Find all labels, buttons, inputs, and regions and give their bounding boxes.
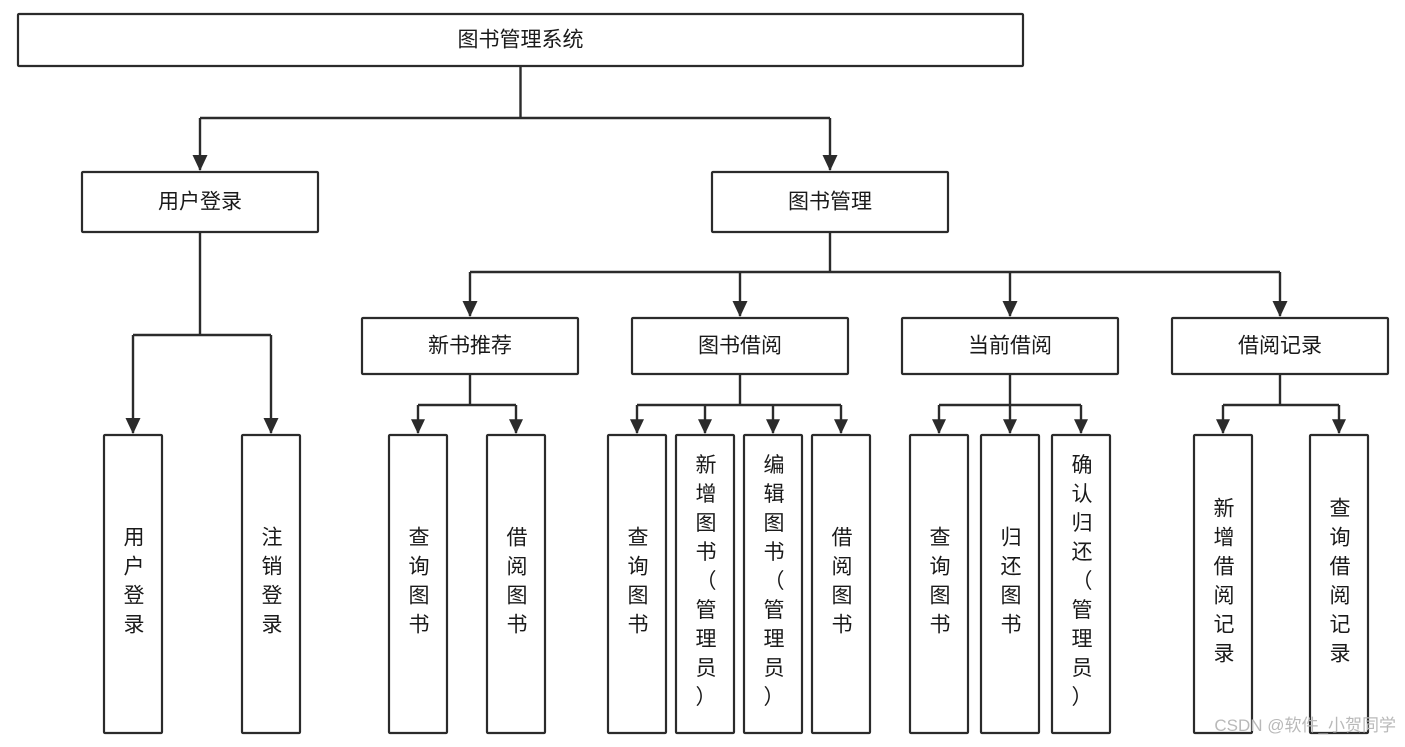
node-level3-2[interactable]: 当前借阅	[900, 316, 1120, 376]
node-leaf-10[interactable]: 确认归还（管理员）	[1050, 433, 1112, 735]
node-label: 图书管理	[788, 191, 872, 214]
arrow-head	[1272, 301, 1288, 317]
node-leaf-11[interactable]: 新增借阅记录	[1192, 433, 1254, 735]
node-rect	[102, 433, 164, 735]
node-label: 查询图书	[409, 527, 430, 637]
arrow-head	[1332, 419, 1346, 434]
arrow-head	[630, 419, 644, 434]
node-label: 新书推荐	[428, 335, 512, 358]
node-rect	[606, 433, 668, 735]
arrow-head	[1002, 301, 1018, 317]
node-leaf-9[interactable]: 归还图书	[979, 433, 1041, 735]
node-label: 图书借阅	[698, 335, 782, 358]
arrow-head	[1216, 419, 1230, 434]
node-rect	[387, 433, 449, 735]
csdn-watermark: CSDN @软件_小贺同学	[1214, 716, 1396, 735]
node-label: 图书管理系统	[458, 29, 584, 52]
nodes-layer: 图书管理系统用户登录图书管理新书推荐图书借阅当前借阅借阅记录用户登录注销登录查询…	[16, 12, 1390, 735]
node-label: 新增借阅记录	[1214, 498, 1235, 666]
arrow-head	[698, 419, 712, 434]
node-leaf-7[interactable]: 借阅图书	[810, 433, 872, 735]
node-leaf-6[interactable]: 编辑图书（管理员）	[742, 433, 804, 735]
node-rect	[742, 433, 804, 735]
node-rect	[1170, 316, 1390, 376]
connectors-layer	[125, 66, 1346, 434]
node-label: 查询图书	[628, 527, 649, 637]
node-root-图书管理系统[interactable]: 图书管理系统	[16, 12, 1025, 68]
arrow-head	[462, 301, 478, 317]
arrow-head	[411, 419, 425, 434]
node-label: 注销登录	[262, 527, 283, 637]
arrow-head	[1003, 419, 1017, 434]
node-label: 用户登录	[124, 527, 145, 637]
node-rect	[979, 433, 1041, 735]
node-rect	[908, 433, 970, 735]
arrow-head	[263, 418, 279, 434]
node-rect	[1308, 433, 1370, 735]
arrow-head	[509, 419, 523, 434]
node-label: 新增图书（管理员）	[696, 454, 717, 709]
node-rect	[80, 170, 320, 234]
node-label: 查询借阅记录	[1330, 498, 1351, 666]
arrow-head	[766, 419, 780, 434]
node-level2-0[interactable]: 用户登录	[80, 170, 320, 234]
arrow-head	[932, 419, 946, 434]
node-label: 查询图书	[930, 527, 951, 637]
node-rect	[810, 433, 872, 735]
arrow-head	[834, 419, 848, 434]
node-rect	[710, 170, 950, 234]
arrow-head	[192, 155, 208, 171]
node-level3-0[interactable]: 新书推荐	[360, 316, 580, 376]
node-rect	[240, 433, 302, 735]
node-leaf-1[interactable]: 注销登录	[240, 433, 302, 735]
node-rect	[1050, 433, 1112, 735]
arrow-head	[125, 418, 141, 434]
node-level2-1[interactable]: 图书管理	[710, 170, 950, 234]
node-leaf-3[interactable]: 借阅图书	[485, 433, 547, 735]
node-leaf-2[interactable]: 查询图书	[387, 433, 449, 735]
node-rect	[16, 12, 1025, 68]
node-rect	[630, 316, 850, 376]
node-rect	[1192, 433, 1254, 735]
node-label: 当前借阅	[968, 335, 1052, 358]
node-leaf-0[interactable]: 用户登录	[102, 433, 164, 735]
node-rect	[900, 316, 1120, 376]
node-rect	[360, 316, 580, 376]
node-level3-1[interactable]: 图书借阅	[630, 316, 850, 376]
node-level3-3[interactable]: 借阅记录	[1170, 316, 1390, 376]
node-label: 借阅图书	[507, 527, 528, 637]
node-rect	[674, 433, 736, 735]
arrow-head	[1074, 419, 1088, 434]
node-label: 归还图书	[1001, 527, 1022, 637]
node-label: 确认归还（管理员）	[1072, 454, 1093, 709]
node-leaf-5[interactable]: 新增图书（管理员）	[674, 433, 736, 735]
arrow-head	[732, 301, 748, 317]
node-leaf-12[interactable]: 查询借阅记录	[1308, 433, 1370, 735]
node-label: 借阅记录	[1238, 335, 1322, 358]
node-leaf-8[interactable]: 查询图书	[908, 433, 970, 735]
node-rect	[485, 433, 547, 735]
node-leaf-4[interactable]: 查询图书	[606, 433, 668, 735]
arrow-head	[822, 155, 838, 171]
node-label: 编辑图书（管理员）	[764, 454, 785, 709]
node-label: 借阅图书	[832, 527, 853, 637]
node-label: 用户登录	[158, 191, 242, 214]
